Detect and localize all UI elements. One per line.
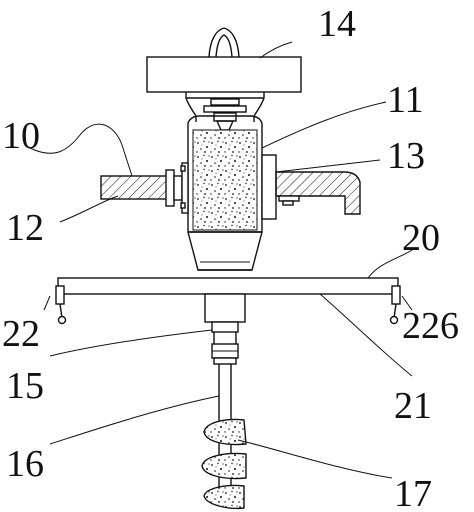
crossbar: [55, 277, 401, 325]
label-13: 13: [387, 135, 425, 177]
label-14: 14: [318, 3, 356, 45]
main-housing: [187, 115, 263, 271]
label-15: 15: [6, 365, 44, 407]
label-10: 10: [2, 115, 40, 157]
label-16: 16: [6, 443, 44, 485]
part-labels: 14 11 10 13 12 20 22 226 15 21 16 17: [2, 3, 459, 512]
motor-housing-neck: [185, 92, 265, 131]
label-11: 11: [387, 79, 424, 121]
label-12: 12: [6, 207, 44, 249]
leader-lines: [29, 41, 413, 479]
label-17: 17: [394, 473, 432, 512]
label-20: 20: [402, 217, 440, 259]
auger-blades: [201, 418, 247, 510]
label-226: 226: [402, 305, 459, 347]
top-plate: [146, 56, 302, 93]
label-21: 21: [394, 385, 432, 427]
right-arm: [261, 154, 361, 220]
label-22: 22: [2, 313, 40, 355]
lifting-loop: [208, 27, 240, 58]
left-arm: [100, 162, 189, 214]
